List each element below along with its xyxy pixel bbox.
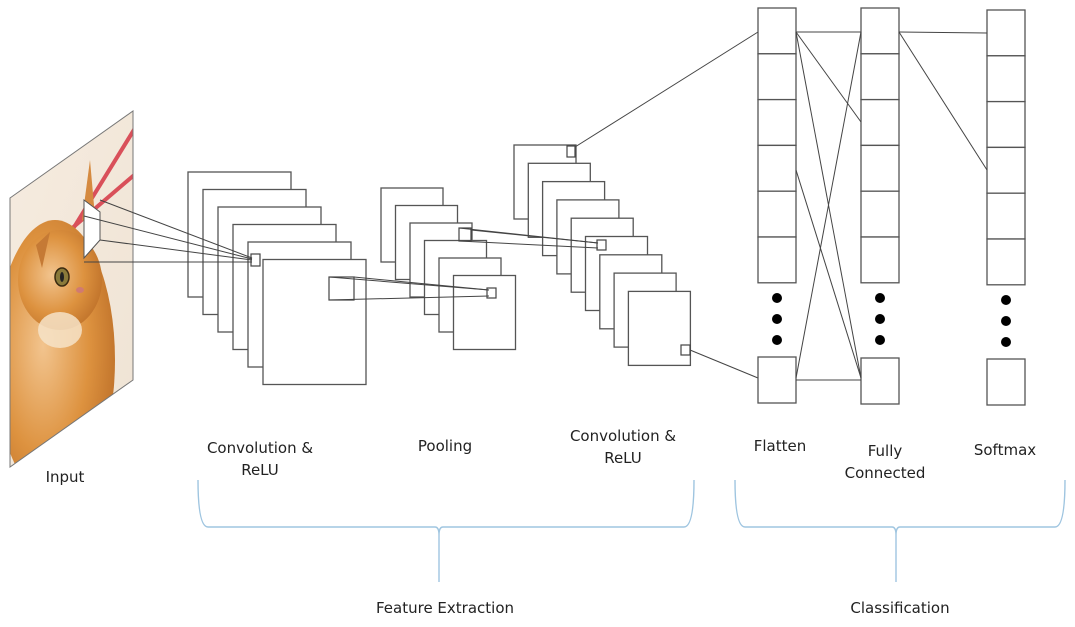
flatten-unit	[757, 190, 797, 238]
pooling-feature-map	[452, 274, 517, 351]
fc-connection	[795, 31, 862, 379]
stage-label-fc-line2: Connected	[844, 464, 926, 482]
softmax-unit	[986, 100, 1026, 149]
fully-connected-unit	[860, 98, 900, 147]
stage-label-conv2-line2: ReLU	[604, 449, 642, 467]
softmax-unit	[986, 146, 1026, 194]
group-label-classification: Classification	[850, 599, 950, 617]
fc-connection	[795, 169, 862, 379]
ellipsis-dot	[772, 335, 782, 345]
ellipsis-dot	[1001, 295, 1011, 305]
ellipsis-dot	[875, 314, 885, 324]
stage-label-pooling-line1: Pooling	[417, 437, 473, 455]
connector-line	[328, 295, 490, 301]
connector-line	[99, 239, 253, 261]
input-label: Input	[45, 468, 85, 486]
cat-ear	[36, 232, 50, 268]
connector-line	[574, 31, 759, 148]
flatten-unit	[757, 7, 797, 55]
kernel-window	[486, 287, 497, 299]
ellipsis-dot	[875, 293, 885, 303]
fc-connection	[898, 31, 988, 171]
cat-pupil	[60, 272, 64, 282]
ellipsis-dot	[1001, 316, 1011, 326]
fully-connected-unit	[860, 53, 900, 101]
input-frame	[9, 110, 134, 468]
softmax-unit	[986, 9, 1026, 57]
flatten-unit	[757, 98, 797, 147]
fc-connection	[795, 31, 862, 123]
fc-connection	[898, 31, 988, 34]
input-image	[9, 110, 134, 468]
kernel-window	[566, 145, 576, 158]
stage-label-pooling: Pooling	[395, 435, 495, 457]
group-label-feature-extraction: Feature Extraction	[375, 599, 515, 617]
kernel-window	[596, 239, 607, 251]
stage-label-conv1-line1: Convolution &	[206, 439, 314, 457]
ellipsis-dot	[1001, 337, 1011, 347]
stage-label-conv2-line1: Convolution &	[569, 427, 677, 445]
flatten-unit	[757, 236, 797, 284]
stage-label-flatten-line1: Flatten	[753, 437, 807, 455]
stage-label-flatten: Flatten	[735, 435, 825, 457]
fully-connected-unit	[860, 190, 900, 238]
fully-connected-unit	[860, 7, 900, 55]
softmax-unit	[986, 192, 1026, 240]
stage-label-conv2: Convolution & ReLU	[548, 425, 698, 469]
connector-line	[83, 215, 253, 260]
connector-line	[458, 240, 599, 249]
stage-label-softmax: Softmax	[960, 439, 1050, 461]
stage-label-fc-line1: Fully	[867, 442, 903, 460]
softmax-unit	[986, 358, 1026, 406]
stage-label-softmax-line1: Softmax	[973, 441, 1037, 459]
conv2-feature-map	[627, 290, 692, 367]
fully-connected-unit	[860, 357, 900, 405]
fully-connected-unit	[860, 236, 900, 284]
classification-brace	[734, 479, 1066, 582]
flatten-unit	[757, 53, 797, 101]
ellipsis-dot	[875, 335, 885, 345]
conv1-feature-map	[262, 258, 367, 386]
cat-chest	[38, 312, 82, 348]
stage-label-fully-connected: Fully Connected	[830, 440, 940, 484]
ellipsis-dot	[772, 314, 782, 324]
flatten-unit	[757, 356, 797, 404]
connector-line	[99, 199, 253, 259]
connector-line	[689, 349, 759, 379]
connector-line	[470, 229, 599, 244]
stage-label-conv1-line2: ReLU	[241, 461, 279, 479]
cat-nose	[76, 287, 84, 293]
softmax-unit	[986, 55, 1026, 103]
stage-label-conv1: Convolution & ReLU	[195, 437, 325, 481]
flatten-unit	[757, 144, 797, 192]
ellipsis-dot	[772, 293, 782, 303]
fully-connected-unit	[860, 144, 900, 192]
connector-line	[353, 276, 490, 291]
softmax-unit	[986, 238, 1026, 286]
feature-extraction-brace	[197, 479, 695, 582]
